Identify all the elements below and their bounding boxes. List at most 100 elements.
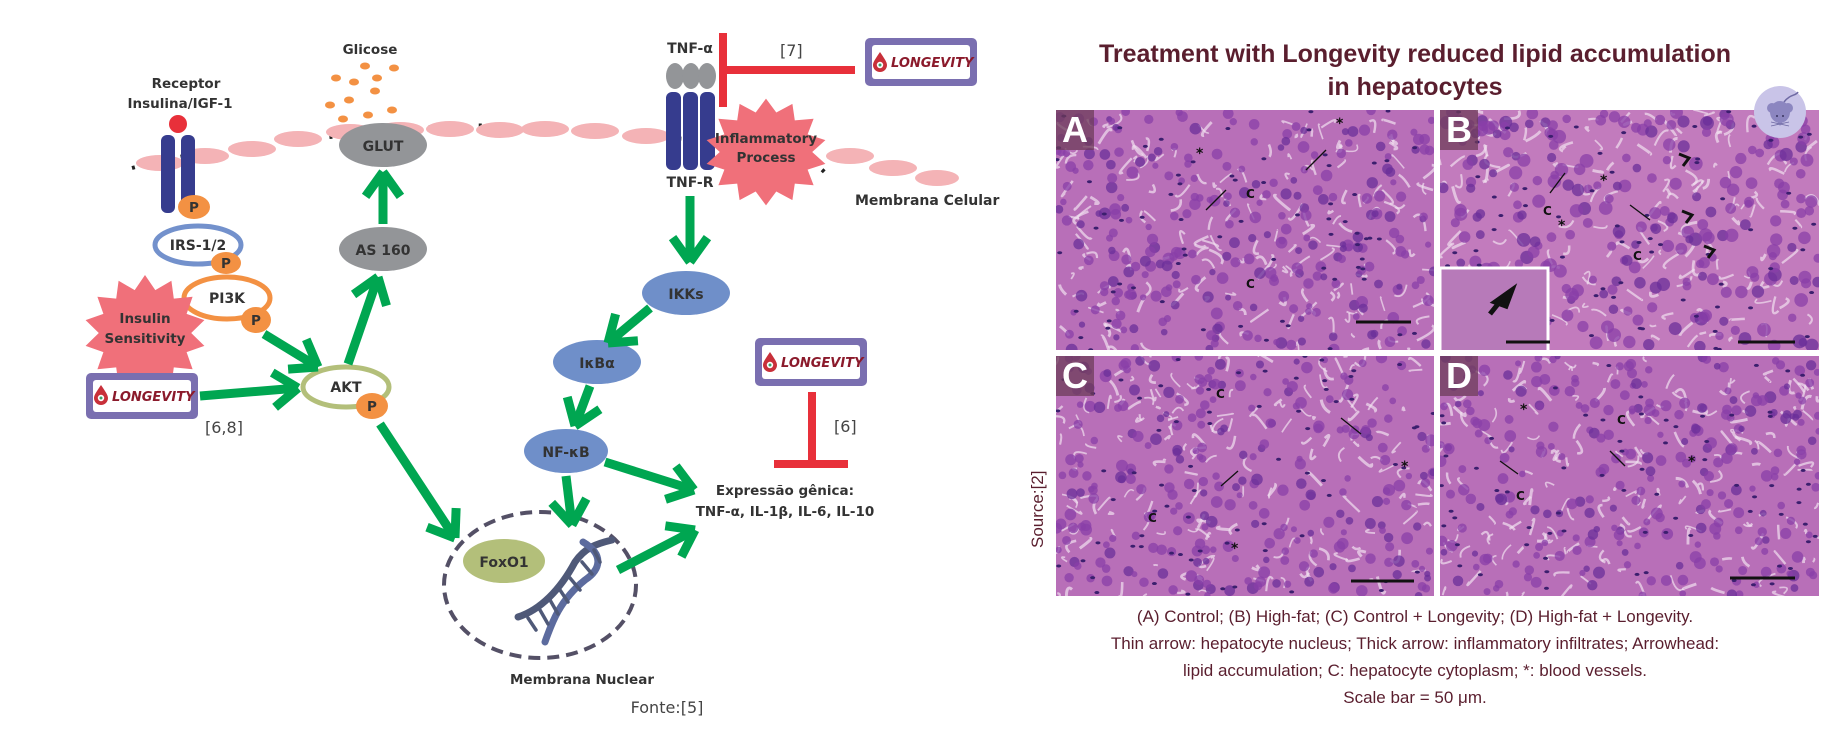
activation-arrows (199, 169, 712, 574)
blood-vessel-marker: * (1231, 541, 1239, 557)
micrograph-image: CC** (1056, 356, 1434, 596)
node-nfkb: NF-κB (524, 429, 608, 473)
arrow-tnfr-to-ikks (668, 196, 712, 265)
inhibition-tnf (719, 33, 855, 107)
logo-text: LONGEVITY (781, 356, 865, 371)
caption-line: Thin arrow: hepatocyte nucleus; Thick ar… (1110, 634, 1720, 653)
blood-vessel-marker: * (1196, 146, 1204, 162)
dna-icon (514, 536, 616, 646)
panel-letter: C (1056, 356, 1094, 396)
cytoplasm-marker: C (1617, 413, 1626, 427)
svg-text:Process: Process (736, 150, 795, 166)
lipid-arrowhead (1681, 209, 1695, 224)
nucleus-arrow (1629, 204, 1651, 221)
micrograph-grid: C C * * A C C * * B C C * * C C C * * D (1054, 108, 1821, 598)
ref-akt-activation: [6,8] (205, 418, 243, 437)
insulin-ligand (169, 115, 187, 133)
svg-text:P: P (221, 256, 231, 272)
cell-membrane-label: Membrana Celular (855, 193, 999, 209)
gene-expression-line1: Expressão gênica: (716, 483, 854, 499)
nucleus-arrow (1205, 189, 1227, 211)
histology-figure: Treatment with Longevity reduced lipid a… (1028, 0, 1844, 733)
blood-vessel-marker: * (1520, 402, 1528, 418)
arrow-nfkb-to-nucleus (548, 475, 591, 529)
blood-vessel-marker: * (1336, 116, 1344, 132)
longevity-logo-gene: LONGEVITY (755, 338, 867, 386)
logo-text: LONGEVITY (112, 390, 196, 405)
mouse-icon (1754, 86, 1806, 138)
svg-text:Sensitivity: Sensitivity (105, 331, 186, 347)
arrow-as160-to-glut (361, 169, 405, 224)
tnf-alpha-label: TNF-α (667, 41, 713, 57)
cytoplasm-marker: C (1246, 277, 1255, 291)
svg-text:P: P (189, 200, 199, 216)
panel-letter: D (1440, 356, 1478, 396)
cytoplasm-marker: C (1216, 387, 1225, 401)
svg-text:AKT: AKT (330, 380, 362, 396)
panel-letter: B (1440, 110, 1478, 150)
tnf-receptor: TNF-α TNF-R (666, 41, 716, 191)
svg-text:AS 160: AS 160 (355, 243, 410, 259)
panel-letter: A (1056, 110, 1094, 150)
cytoplasm-marker: C (1516, 489, 1525, 503)
arrow-ikks-to-ikba (603, 304, 653, 348)
svg-text:Insulin: Insulin (119, 311, 170, 327)
arrow-akt-to-foxo1 (376, 421, 461, 543)
micrograph-panel-a: C C * * A (1056, 110, 1434, 350)
inhibition-gene-expression (774, 392, 848, 468)
nucleus-arrow (1549, 172, 1566, 194)
node-ikba: IκBα (553, 340, 641, 384)
logo-text: LONGEVITY (891, 56, 975, 71)
cytoplasm-marker: C (1543, 204, 1552, 218)
svg-text:IKKs: IKKs (668, 287, 703, 303)
ref-gene-inhibition: [6] (834, 417, 857, 436)
svg-text:GLUT: GLUT (363, 139, 404, 155)
node-as160: AS 160 (339, 227, 427, 271)
caption-line: lipid accumulation; C: hepatocyte cytopl… (1183, 661, 1647, 680)
caption-line: (A) Control; (B) High-fat; (C) Control +… (1136, 607, 1694, 626)
caption-line: Scale bar = 50 μm. (1343, 688, 1487, 707)
svg-text:Inflammatory: Inflammatory (715, 131, 817, 147)
blood-vessel-marker: * (1558, 218, 1566, 234)
arrow-nfkb-to-gene-expression (603, 457, 698, 504)
micrograph-image: C C * * (1056, 110, 1434, 350)
histology-title: Treatment with Longevity reduced lipid a… (1030, 38, 1800, 104)
longevity-logo-tnf: LONGEVITY (865, 38, 977, 86)
svg-text:NF-κB: NF-κB (542, 445, 589, 461)
glucose-molecules (325, 62, 399, 123)
micrograph-panel-b: C C * * B (1440, 110, 1819, 350)
lipid-arrowhead (1678, 152, 1692, 167)
svg-text:IRS-1/2: IRS-1/2 (170, 238, 226, 254)
nucleus-arrow (1220, 470, 1239, 487)
arrow-longevity-to-akt (199, 368, 301, 411)
micrograph-image: C C * * (1440, 110, 1819, 350)
histology-source: Source:[2] (1028, 470, 1047, 549)
diagram-source: Fonte:[5] (631, 698, 704, 717)
insulin-sensitivity-starburst: Insulin Sensitivity (85, 275, 205, 391)
nucleus-arrow (1305, 149, 1327, 171)
svg-text:IκBα: IκBα (579, 356, 615, 372)
insulin-receptor: Receptor Insulina/IGF-1 (127, 76, 233, 213)
longevity-logo-akt: LONGEVITY (86, 373, 198, 419)
irs-phospho-badge: P (211, 252, 241, 274)
nuclear-membrane-label: Membrana Nuclear (510, 672, 654, 688)
nucleus (442, 510, 638, 660)
cytoplasm-marker: C (1246, 187, 1255, 201)
cytoplasm-marker: C (1633, 249, 1642, 263)
receptor-label-line2: Insulina/IGF-1 (127, 96, 232, 112)
cell-membrane (131, 121, 959, 186)
blood-vessel-marker: * (1600, 173, 1608, 189)
receptor-label-line1: Receptor (152, 76, 221, 92)
arrow-pi3k-to-akt (261, 330, 323, 374)
node-glut: GLUT (339, 123, 427, 167)
signaling-pathway-diagram: Membrana Celular Receptor Insulina/IGF-1… (85, 33, 999, 717)
nucleus-arrow (1340, 417, 1362, 435)
arrow-ikba-to-nfkb (562, 384, 603, 430)
title-line-1: Treatment with Longevity reduced lipid a… (1098, 40, 1732, 68)
inflammatory-infiltrate-inset (1440, 266, 1550, 350)
akt-phospho-badge: P (356, 393, 388, 419)
svg-text:FoxO1: FoxO1 (479, 555, 528, 571)
svg-text:PI3K: PI3K (209, 291, 246, 307)
